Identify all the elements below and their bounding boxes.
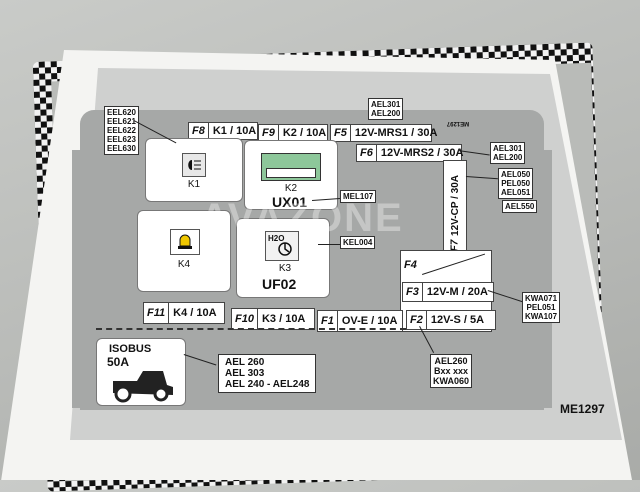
tag-line: AEL260 [434, 356, 468, 366]
tag-kel004: KEL004 [340, 236, 376, 249]
fuse-rating: K1 / 10A [212, 125, 257, 137]
fuse-id: F8 [189, 123, 209, 139]
fuse-rating: 12V-MRS1 / 30A [354, 127, 438, 139]
relay-k3: H2O K3 [236, 218, 330, 298]
fuse-f11: F11 K4 / 10A [143, 302, 225, 324]
fuse-rating: K4 / 10A [173, 307, 217, 319]
uf02-label: UF02 [262, 276, 297, 292]
relay-label: K2 [284, 183, 298, 194]
part-code: ME1297 [560, 402, 605, 416]
tag-line: EEL630 [107, 144, 136, 153]
tag-kwa071: KWA071 PEL051 KWA107 [522, 292, 561, 323]
tag-line: AEL200 [493, 153, 523, 162]
fuse-rating: 12V-S / 5A [430, 314, 485, 326]
fuse-id: F10 [232, 309, 258, 329]
tag-ael301-top: AEL301 AEL200 [368, 98, 404, 120]
fuse-f10: F10 K3 / 10A [231, 308, 315, 330]
fuse-f7: 12V-CP / 30A F7 [443, 160, 467, 252]
tag-line: KWA060 [433, 376, 470, 386]
tag-ael050: AEL050 PEL050 AEL051 [498, 168, 534, 199]
tag-line: AEL301 [371, 100, 401, 109]
tag-line: AEL301 [493, 144, 523, 153]
relay-label: K3 [278, 263, 292, 274]
tag-line: KWA107 [525, 312, 558, 321]
fuse-id: F6 [357, 145, 377, 161]
isobus-box: ISOBUS 50A [96, 338, 186, 406]
fuse-id: F5 [331, 125, 351, 141]
tank-icon [261, 153, 321, 181]
fuse-f5: F5 12V-MRS1 / 30A [330, 124, 437, 142]
tag-line: AEL 240 - AEL248 [225, 379, 310, 390]
tag-line: AEL050 [501, 170, 531, 179]
fuse-rating: K2 / 10A [282, 127, 327, 139]
tag-line: EEL621 [107, 117, 136, 126]
fuse-rating: K3 / 10A [261, 313, 306, 325]
tag-line: KWA071 [525, 294, 558, 303]
fuse-f9: F9 K2 / 10A [258, 124, 328, 142]
tag-line: EEL620 [107, 108, 136, 117]
tag-line: PEL051 [526, 303, 556, 312]
fuse-id: F2 [407, 311, 427, 329]
tag-line: Bxx xxx [433, 366, 469, 376]
tag-line: EEL623 [107, 135, 136, 144]
water-pump-icon: H2O [265, 231, 299, 261]
fuse-id: F11 [144, 303, 170, 323]
fuse-f6: F6 12V-MRS2 / 30A [356, 144, 463, 162]
small-code: ME1297 [446, 120, 470, 127]
relay-k1: K1 [145, 138, 243, 202]
tag-line: AEL200 [371, 109, 401, 118]
relay-label: K1 [187, 179, 201, 190]
fuse-f1: F1 OV-E / 10A [317, 310, 403, 332]
dashed-separator [96, 328, 406, 330]
leader-line [318, 244, 340, 245]
fuse-rating: OV-E / 10A [341, 315, 398, 327]
fuse-rating: 12V-MRS2 / 30A [380, 147, 464, 159]
tag-ael301-right: AEL301 AEL200 [490, 142, 526, 164]
fuse-id: F3 [403, 283, 423, 301]
tag-ael260: AEL260 Bxx xxx KWA060 [430, 354, 473, 388]
fuse-id: F4 [404, 259, 417, 271]
h2o-label: H2O [268, 234, 285, 243]
ux01-label: UX01 [272, 194, 308, 210]
fuse-f3: F3 12V-M / 20A [402, 282, 494, 302]
tag-line: AEL 303 [225, 368, 265, 379]
fuse-id: F1 [318, 311, 338, 331]
tag-mel107: MEL107 [340, 190, 377, 203]
beacon-icon [170, 229, 200, 255]
isobus-rating: 50A [107, 355, 130, 369]
headlight-icon [182, 153, 206, 177]
fuse-rating: 12V-CP / 30A [449, 175, 461, 236]
isobus-title: ISOBUS [109, 343, 152, 355]
tag-line: AEL 260 [225, 357, 265, 368]
tag-line: AEL051 [501, 188, 531, 197]
tank-level [266, 168, 316, 178]
relay-k4: K4 [137, 210, 231, 292]
photo-scene: ME1297 F8 K1 / 10A F9 K2 / 10A F5 12V-MR… [0, 42, 632, 492]
fuse-rating: 12V-M / 20A [426, 286, 488, 298]
relay-label: K4 [177, 259, 191, 270]
watermark: AVAZONE [200, 196, 404, 240]
tag-ael550: AEL550 [502, 200, 538, 213]
fuse-f2: F2 12V-S / 5A [406, 310, 496, 330]
fuse-id: F9 [259, 125, 279, 141]
tag-isobus-refs: AEL 260 AEL 303 AEL 240 - AEL248 [218, 354, 317, 393]
tag-eel: EEL620 EEL621 EEL622 EEL623 EEL630 [104, 106, 139, 155]
fuse-f4: F4 [400, 256, 422, 274]
tag-line: PEL050 [501, 179, 531, 188]
tag-line: EEL622 [107, 126, 136, 135]
fuse-f8: F8 K1 / 10A [188, 122, 258, 140]
tractor-icon [113, 371, 173, 403]
